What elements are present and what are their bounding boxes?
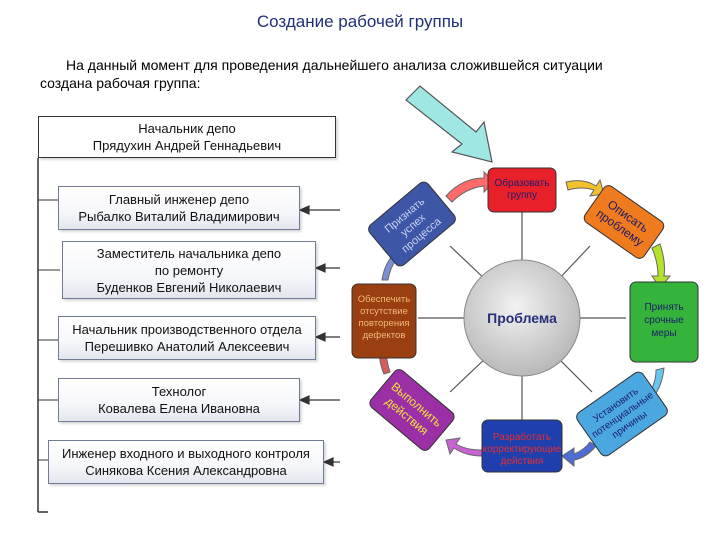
intro-text: На данный момент для проведения дальнейш… xyxy=(40,57,603,91)
svg-text:действия: действия xyxy=(501,456,544,467)
svg-text:Принять: Принять xyxy=(644,302,683,313)
org-member-label: Начальник производственного отдела Переш… xyxy=(72,322,302,354)
org-member-quality-engineer: Инженер входного и выходного контроля Си… xyxy=(48,440,324,484)
step-recognize-success: Признать успех процесса xyxy=(368,181,456,267)
step-form-team: Образовать группу xyxy=(487,167,557,213)
org-member-label: Инженер входного и выходного контроля Си… xyxy=(62,446,310,478)
step-corrective-actions: Разработать корректирующие действия xyxy=(481,419,563,473)
org-member-production-head: Начальник производственного отдела Переш… xyxy=(58,316,316,360)
org-member-label: Заместитель начальника депо по ремонту Б… xyxy=(96,245,282,295)
svg-text:Обеспечить: Обеспечить xyxy=(358,294,410,305)
svg-text:группу: группу xyxy=(507,190,537,201)
org-member-label: Главный инженер депо Рыбалко Виталий Вла… xyxy=(78,192,280,224)
svg-text:срочные: срочные xyxy=(644,315,684,326)
svg-text:корректирующие: корректирующие xyxy=(483,444,562,455)
org-member-technologist: Технолог Ковалева Елена Ивановна xyxy=(58,378,300,422)
org-member-chief-engineer: Главный инженер депо Рыбалко Виталий Вла… xyxy=(58,186,300,230)
center-label: Проблема xyxy=(487,310,557,326)
svg-text:Разработать: Разработать xyxy=(493,431,551,443)
svg-text:меры: меры xyxy=(651,328,676,339)
step-describe-problem: Описать проблему xyxy=(583,185,665,259)
svg-text:дефектов: дефектов xyxy=(363,330,406,341)
org-member-label: Технолог Ковалева Елена Ивановна xyxy=(98,384,260,416)
org-member-deputy: Заместитель начальника депо по ремонту Б… xyxy=(62,241,316,299)
center-circle xyxy=(463,259,581,377)
svg-text:Образовать: Образовать xyxy=(495,177,550,189)
svg-text:отсутствие: отсутствие xyxy=(360,306,408,317)
big-arrow-icon xyxy=(405,85,493,163)
page-title: Создание рабочей группы xyxy=(256,12,464,31)
svg-text:повторения: повторения xyxy=(358,318,409,329)
step-urgent-measures: Принять срочные меры xyxy=(629,281,699,363)
org-head-box: Начальник депо Прядухин Андрей Геннадьев… xyxy=(38,116,336,158)
step-prevent-recurrence: Обеспечить отсутствие повторения дефекто… xyxy=(351,283,417,359)
org-head-label: Начальник депо Прядухин Андрей Геннадьев… xyxy=(92,121,282,153)
step-execute-actions: Выполнить действия xyxy=(369,369,455,451)
